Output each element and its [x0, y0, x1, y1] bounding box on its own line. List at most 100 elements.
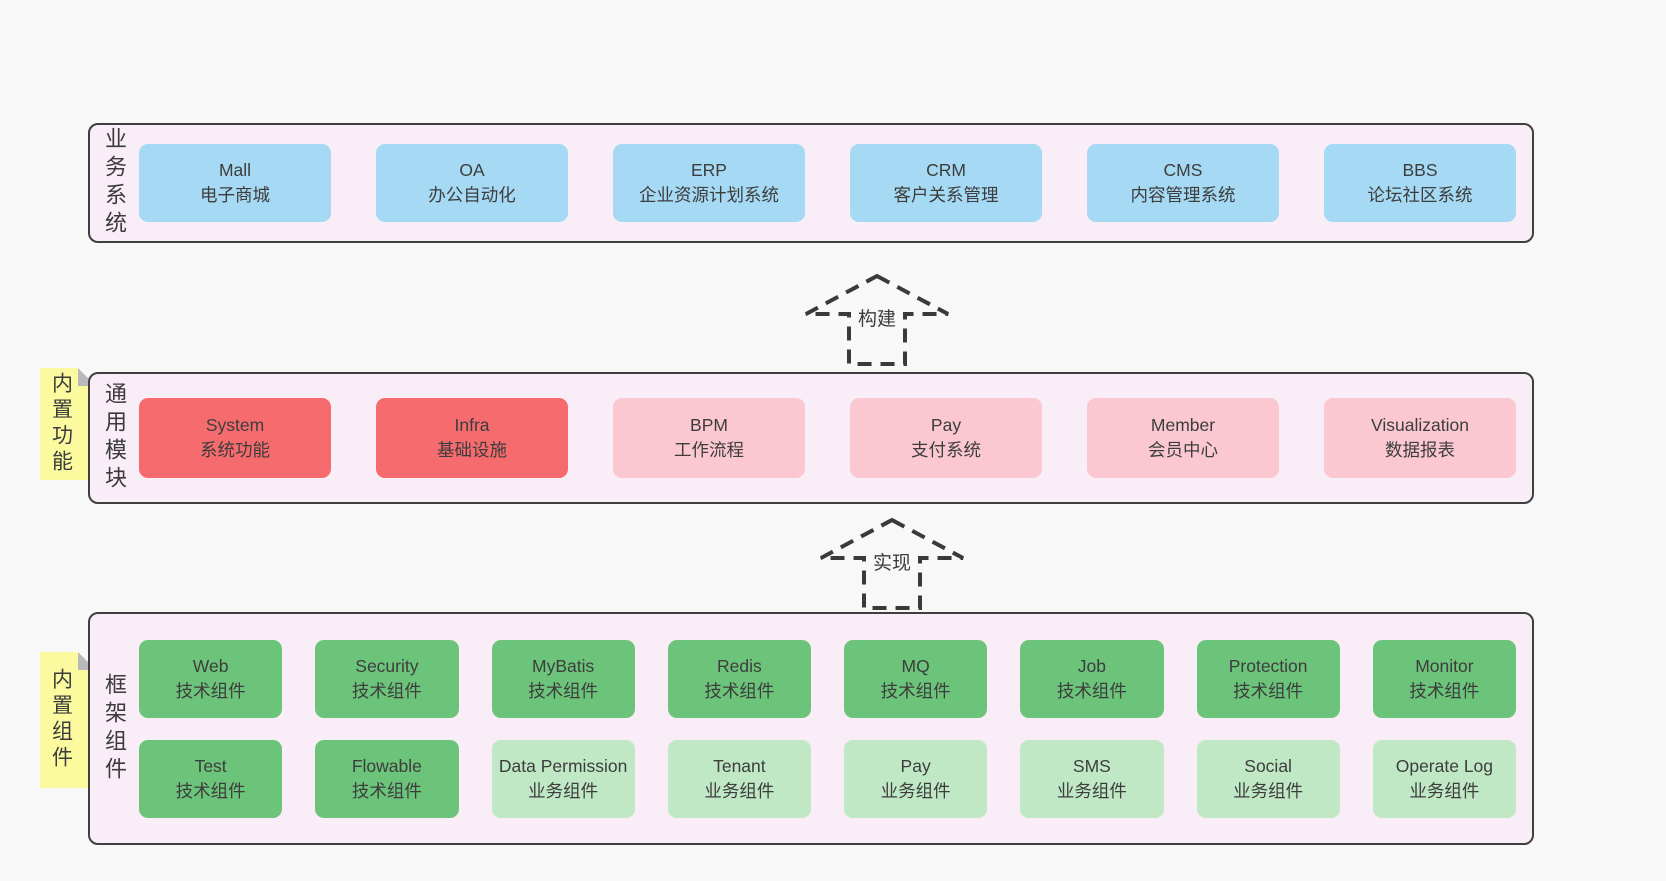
box-web: Web 技术组件	[139, 639, 283, 718]
layer-common-modules: 通用模块 System 系统功能 Infra 基础设施 BPM 工作流程 Pay…	[88, 372, 1534, 504]
box-name: Job	[1077, 655, 1106, 676]
components-row-2: Test 技术组件 Flowable 技术组件 Data Permission …	[139, 739, 1516, 818]
box-monitor: Monitor 技术组件	[1372, 639, 1516, 718]
box-oa: OA 办公自动化	[376, 144, 568, 222]
components-row-1: Web 技术组件 Security 技术组件 MyBatis 技术组件 Redi…	[139, 639, 1516, 718]
box-subtitle: 技术组件	[175, 680, 246, 701]
box-name: Redis	[717, 655, 762, 676]
box-name: BPM	[690, 415, 728, 436]
box-subtitle: 支付系统	[911, 440, 981, 460]
box-name: Flowable	[351, 755, 422, 776]
layer-title: 通用模块	[102, 382, 127, 494]
box-name: Test	[194, 755, 227, 776]
sticky-tag-built-in-components: 内置组件	[40, 652, 96, 788]
box-mq: MQ 技术组件	[844, 639, 988, 718]
box-subtitle: 技术组件	[351, 780, 422, 801]
box-name: ERP	[691, 160, 727, 181]
box-bpm: BPM 工作流程	[613, 398, 805, 478]
box-name: Member	[1150, 415, 1216, 436]
box-visualization: Visualization 数据报表	[1324, 398, 1516, 478]
box-name: Visualization	[1371, 415, 1469, 436]
box-name: Data Permission	[498, 755, 628, 776]
box-subtitle: 技术组件	[1409, 680, 1480, 701]
box-cms: CMS 内容管理系统	[1087, 144, 1279, 222]
box-subtitle: 论坛社区系统	[1367, 185, 1473, 205]
layer-business-systems: 业务系统 Mall 电子商城 OA 办公自动化 ERP 企业资源计划系统 CRM…	[88, 123, 1534, 243]
box-subtitle: 技术组件	[351, 680, 422, 701]
box-name: System	[205, 415, 265, 436]
modules-boxes-row: System 系统功能 Infra 基础设施 BPM 工作流程 Pay 支付系统…	[139, 398, 1516, 478]
box-subtitle: 会员中心	[1148, 440, 1218, 460]
box-subtitle: 企业资源计划系统	[639, 185, 779, 205]
box-name: Pay	[930, 415, 962, 436]
box-name: Tenant	[713, 755, 766, 776]
box-name: Web	[192, 655, 229, 676]
sticky-tag-label: 内置组件	[49, 668, 73, 772]
box-name: Security	[355, 655, 419, 676]
box-subtitle: 客户关系管理	[893, 185, 999, 205]
box-subtitle: 技术组件	[704, 680, 775, 701]
box-sms: SMS 业务组件	[1020, 739, 1164, 818]
box-crm: CRM 客户关系管理	[850, 144, 1042, 222]
sticky-tag-label: 内置功能	[49, 372, 73, 476]
box-infra: Infra 基础设施	[376, 398, 568, 478]
box-subtitle: 数据报表	[1385, 440, 1455, 460]
box-tenant: Tenant 业务组件	[667, 739, 811, 818]
box-subtitle: 内容管理系统	[1130, 185, 1236, 205]
box-name: CRM	[926, 160, 966, 181]
box-subtitle: 业务组件	[1233, 780, 1304, 801]
box-subtitle: 技术组件	[1056, 680, 1127, 701]
sticky-tag-built-in-functions: 内置功能	[40, 368, 96, 480]
implement-arrow-label: 实现	[869, 548, 915, 575]
box-subtitle: 业务组件	[1409, 780, 1480, 801]
box-name: Protection	[1228, 655, 1308, 676]
box-pay-component: Pay 业务组件	[844, 739, 988, 818]
box-job: Job 技术组件	[1020, 639, 1164, 718]
box-subtitle: 业务组件	[704, 780, 775, 801]
box-name: SMS	[1072, 755, 1111, 776]
box-flowable: Flowable 技术组件	[315, 739, 459, 818]
box-mybatis: MyBatis 技术组件	[491, 639, 635, 718]
box-operate-log: Operate Log 业务组件	[1372, 739, 1516, 818]
box-name: Mall	[218, 160, 252, 181]
box-name: MyBatis	[532, 655, 595, 676]
box-mall: Mall 电子商城	[139, 144, 331, 222]
box-name: Pay	[900, 755, 931, 776]
box-name: Social	[1244, 755, 1292, 776]
box-subtitle: 业务组件	[1056, 780, 1127, 801]
box-social: Social 业务组件	[1196, 739, 1340, 818]
build-arrow-label: 构建	[854, 304, 900, 331]
box-name: Infra	[454, 415, 490, 436]
box-name: MQ	[901, 655, 930, 676]
layer-framework-components: 框架组件 Web 技术组件 Security 技术组件 MyBatis 技术组件…	[88, 612, 1534, 845]
box-subtitle: 技术组件	[880, 680, 951, 701]
box-subtitle: 业务组件	[528, 780, 599, 801]
box-name: BBS	[1402, 160, 1438, 181]
build-arrow: 构建	[802, 271, 952, 367]
box-subtitle: 技术组件	[1233, 680, 1304, 701]
box-data-permission: Data Permission 业务组件	[491, 739, 635, 818]
layer-title: 业务系统	[102, 127, 127, 239]
box-member: Member 会员中心	[1087, 398, 1279, 478]
implement-arrow: 实现	[817, 515, 967, 611]
box-test: Test 技术组件	[139, 739, 283, 818]
components-rows: Web 技术组件 Security 技术组件 MyBatis 技术组件 Redi…	[139, 639, 1516, 818]
box-subtitle: 技术组件	[175, 780, 246, 801]
box-erp: ERP 企业资源计划系统	[613, 144, 805, 222]
box-pay-system: Pay 支付系统	[850, 398, 1042, 478]
box-redis: Redis 技术组件	[667, 639, 811, 718]
box-name: CMS	[1163, 160, 1203, 181]
box-system: System 系统功能	[139, 398, 331, 478]
business-boxes-row: Mall 电子商城 OA 办公自动化 ERP 企业资源计划系统 CRM 客户关系…	[139, 144, 1516, 222]
box-subtitle: 基础设施	[437, 440, 507, 460]
layer-title: 框架组件	[102, 672, 127, 785]
box-name: OA	[459, 160, 485, 181]
box-name: Operate Log	[1395, 755, 1494, 776]
box-subtitle: 办公自动化	[428, 185, 516, 205]
box-bbs: BBS 论坛社区系统	[1324, 144, 1516, 222]
box-subtitle: 技术组件	[528, 680, 599, 701]
box-subtitle: 业务组件	[880, 780, 951, 801]
box-name: Monitor	[1415, 655, 1474, 676]
box-subtitle: 系统功能	[200, 440, 270, 460]
